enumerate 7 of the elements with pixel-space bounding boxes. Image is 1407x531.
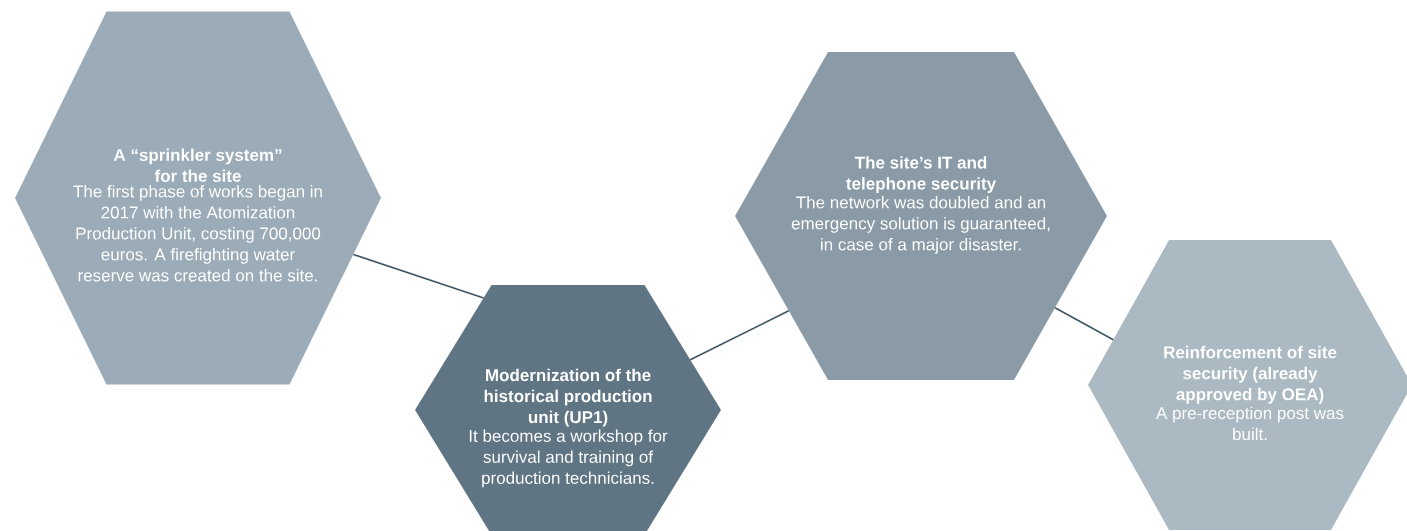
connector-line	[1054, 306, 1115, 341]
connector-line	[689, 309, 790, 361]
hexagon: A “sprinkler system” for the site The first phase of works began in 2017 with the Atomization Production Unit, costing 700,000 euros. A firefighting water reserve was created on the site.	[15, 11, 381, 385]
hexagon: Modernization of the historical production unit (UP1) It becomes a workshop for survival and training of production technicians.	[415, 285, 721, 531]
hexagon: Reinforcement of site security (already approved by OEA) A pre-reception post was built.	[1088, 240, 1407, 530]
connector-line	[352, 253, 485, 299]
hexagon: The site’s IT and telephone security The network was doubled and an emergency solution is guaranteed, in case of a major disaster.	[735, 52, 1107, 380]
